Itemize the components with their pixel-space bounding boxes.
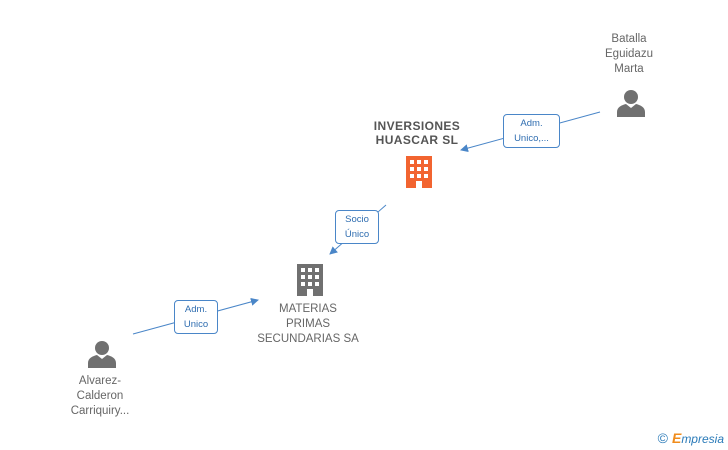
edge-label-batalla-inversiones[interactable]: Adm. Unico,... (503, 114, 560, 148)
edge-label-alvarez-materias[interactable]: Adm. Unico (174, 300, 218, 334)
edge-label-line1: Socio (345, 214, 369, 225)
node-label-line2: PRIMAS (285, 318, 331, 330)
edge-label-line1: Adm. (520, 118, 543, 129)
node-label-line2: Calderon (76, 390, 124, 402)
building-icon[interactable] (403, 154, 435, 190)
node-label-line3: Carriquiry... (70, 405, 130, 417)
copyright-symbol: © (657, 430, 668, 446)
node-label-line1: INVERSIONES (373, 119, 461, 133)
node-label-batalla[interactable]: Batalla Eguidazu Marta (588, 32, 670, 77)
node-label-line1: MATERIAS (279, 303, 337, 315)
edge-label-line1: Adm. (184, 304, 208, 315)
edge-label-line2: Único (344, 229, 370, 240)
node-label-alvarez[interactable]: Alvarez- Calderon Carriquiry... (55, 374, 145, 419)
edge-label-line2: Unico (183, 319, 209, 330)
node-label-line1: Batalla (611, 33, 647, 45)
node-label-line3: Marta (614, 63, 644, 75)
node-label-line3: SECUNDARIAS SA (257, 333, 359, 345)
node-label-line2: Eguidazu (605, 48, 653, 60)
brand-watermark: © Empresia (658, 430, 724, 446)
node-label-inversiones[interactable]: INVERSIONES HUASCAR SL (360, 119, 474, 147)
brand-logo: Empresia (672, 430, 724, 446)
brand-logo-initial: E (671, 430, 682, 446)
person-icon[interactable] (615, 88, 647, 118)
node-label-materias[interactable]: MATERIAS PRIMAS SECUNDARIAS SA (248, 302, 368, 347)
building-icon[interactable] (294, 262, 326, 298)
edge-label-line2: Unico,... (514, 133, 549, 144)
node-label-line2: HUASCAR SL (375, 133, 459, 147)
edge-label-inversiones-materias[interactable]: Socio Único (335, 210, 379, 244)
node-label-line1: Alvarez- (78, 375, 122, 387)
person-icon[interactable] (86, 339, 118, 369)
brand-logo-text: mpresia (681, 432, 724, 446)
